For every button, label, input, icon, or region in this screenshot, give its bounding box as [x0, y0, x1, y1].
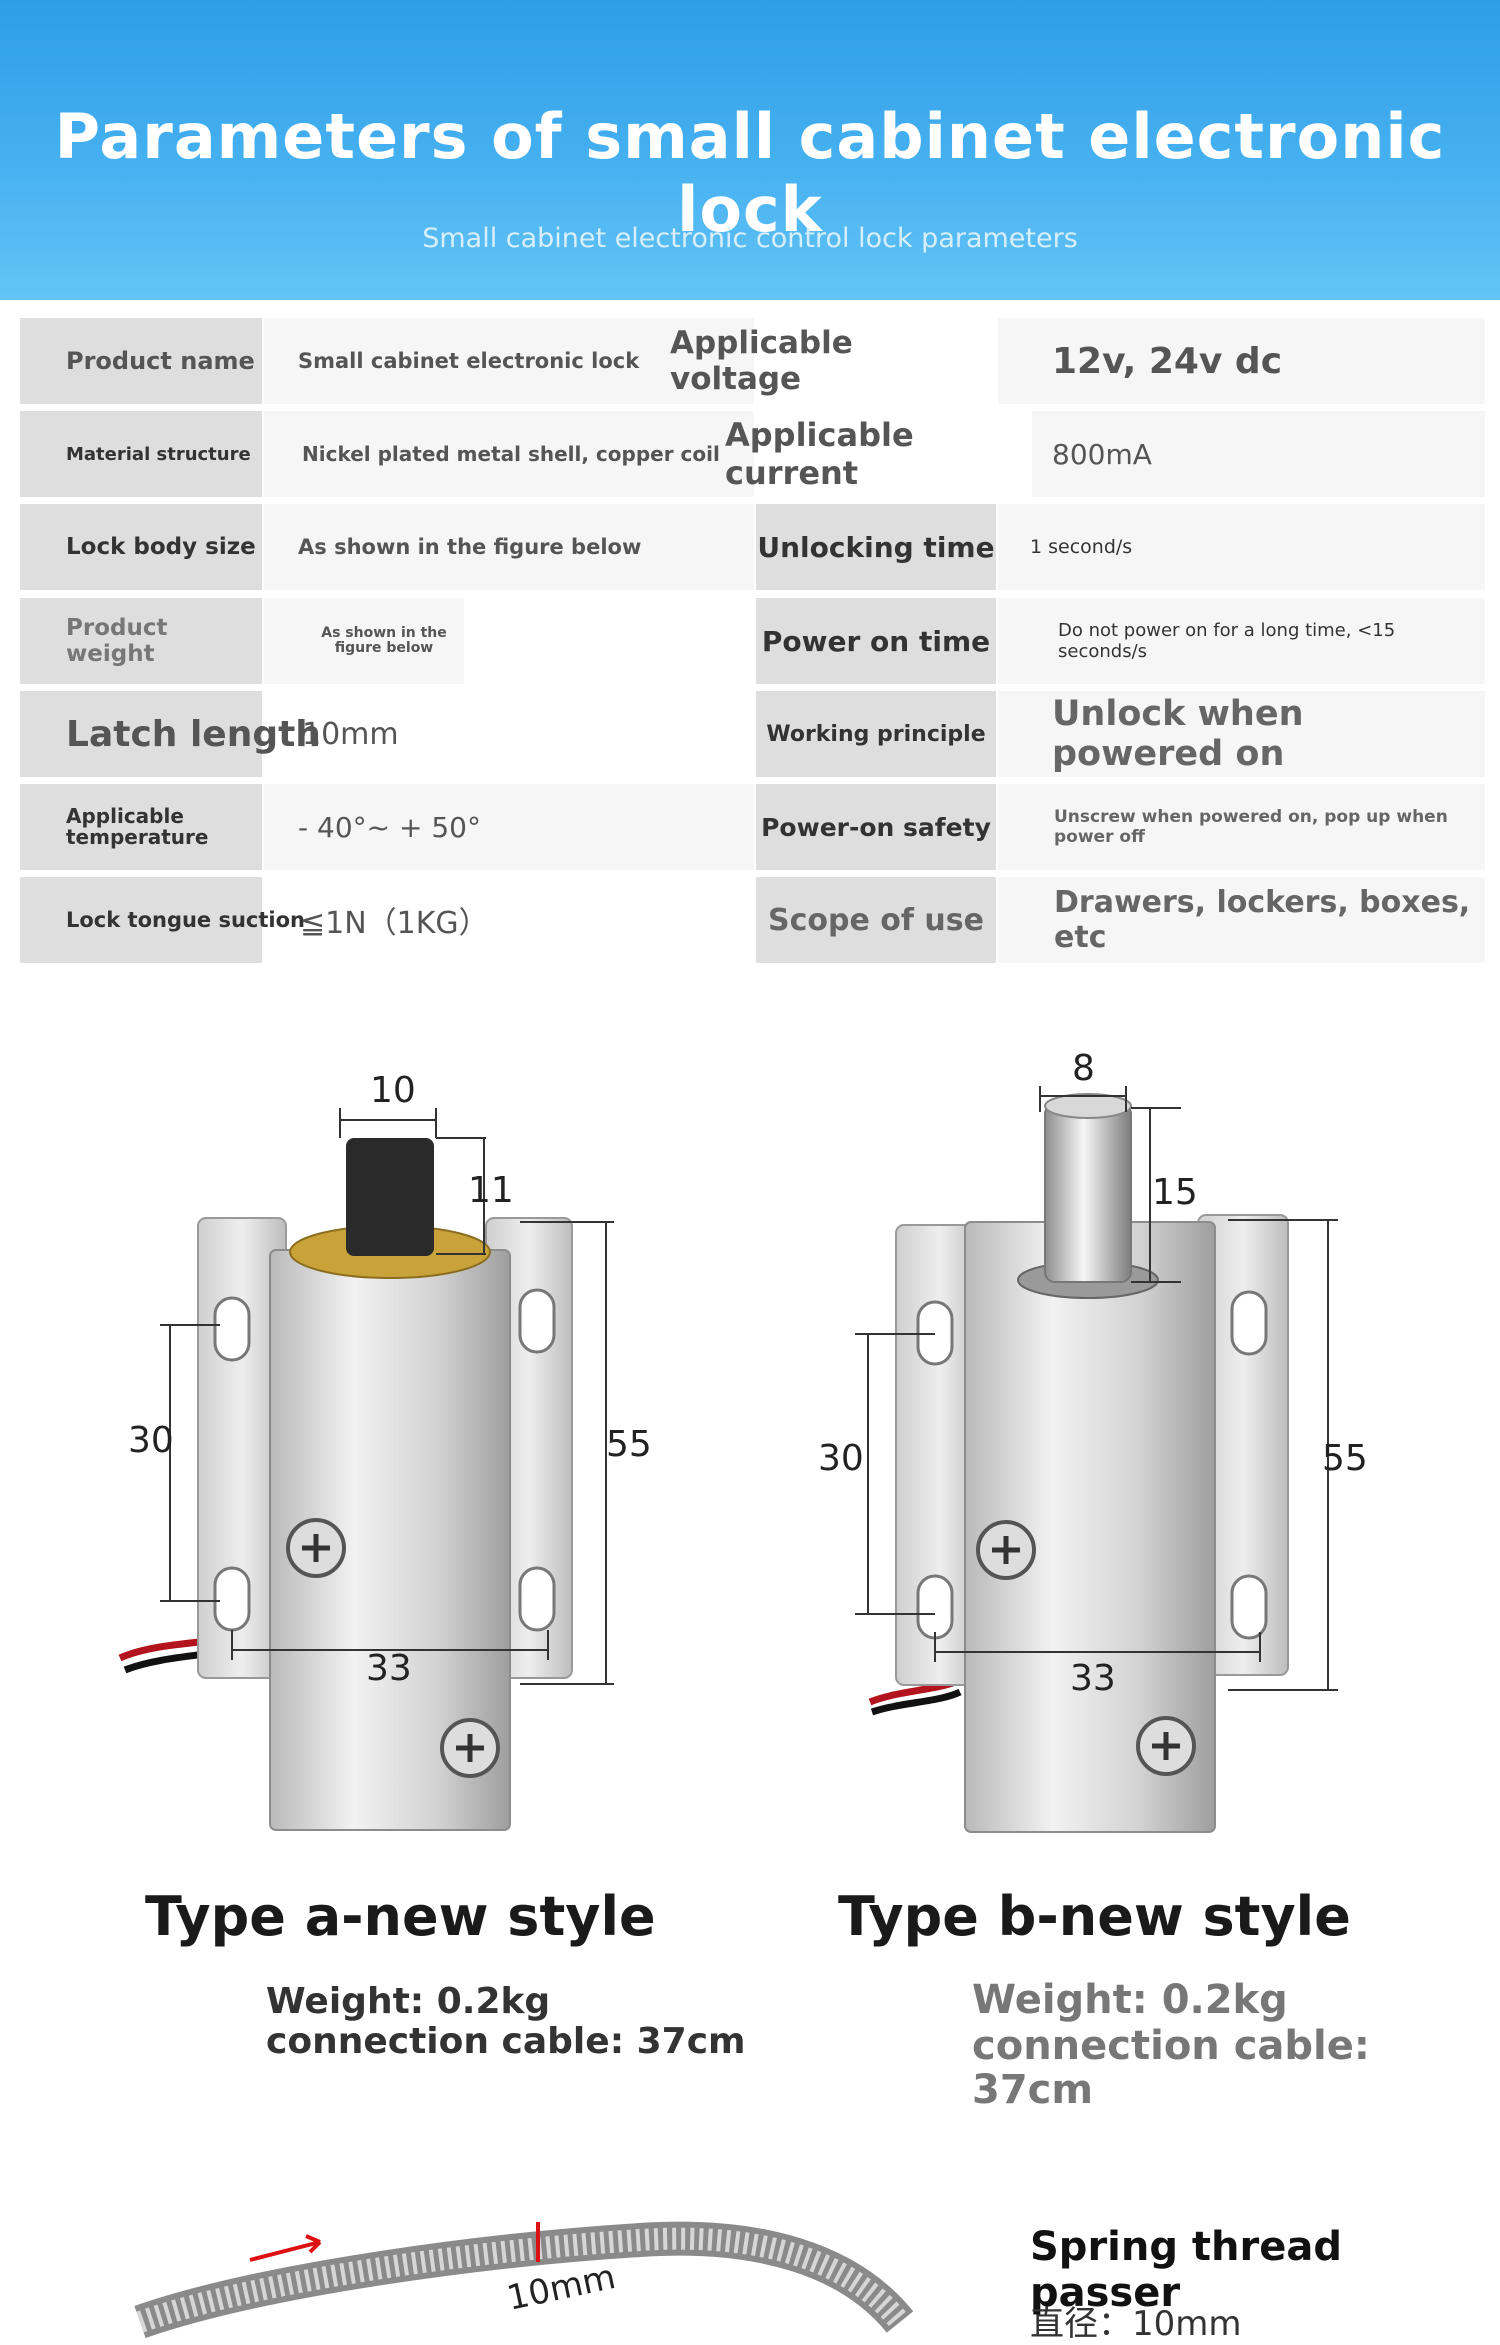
type-a-weight: Weight: 0.2kg	[266, 1981, 551, 2022]
spec-value: - 40°~ + 50°	[264, 784, 754, 870]
spring-title: Spring thread passer	[1030, 2224, 1342, 2316]
spec-label: Scope of use	[756, 877, 996, 963]
spec-row: Material structure Nickel plated metal s…	[20, 411, 1485, 497]
spec-row: Latch length 10mm Working principle Unlo…	[20, 691, 1485, 777]
spec-value: 800mA	[1032, 411, 1485, 497]
spec-row: Product name Small cabinet electronic lo…	[20, 318, 1485, 404]
spec-value: As shown in the figure below	[264, 504, 754, 590]
spec-label: Applicable temperature	[20, 784, 262, 870]
spec-label: Power on time	[756, 598, 996, 684]
spec-value: Unlock when powered on	[998, 691, 1485, 777]
lock-diagrams: 10 11 30 55 33 8 15 30 55 33	[118, 1048, 1368, 1833]
spec-label: Product name	[20, 318, 262, 404]
spec-label: Unlocking time	[756, 504, 996, 590]
type-a-lock-image	[118, 1138, 573, 1831]
dim-b-bottom: 33	[1070, 1658, 1116, 1699]
type-a-title: Type a-new style	[145, 1885, 656, 1948]
dim-b-top: 8	[1072, 1048, 1095, 1089]
dim-b-right: 55	[1322, 1438, 1368, 1479]
spec-value: Do not power on for a long time, <15 sec…	[998, 598, 1485, 684]
type-b-weight: Weight: 0.2kg	[972, 1977, 1288, 2023]
spec-label: Lock tongue suction	[20, 877, 320, 963]
spec-row: Applicable temperature - 40°~ + 50° Powe…	[20, 784, 1485, 870]
spec-label: Applicable current	[725, 416, 914, 492]
page-subtitle: Small cabinet electronic control lock pa…	[422, 223, 1078, 254]
spec-value: Small cabinet electronic lock	[264, 318, 754, 404]
type-b-dimension-lines	[855, 1086, 1338, 1691]
type-b-cable: connection cable: 37cm	[972, 2023, 1370, 2113]
spring-thread-passer-image: 10mm	[134, 2221, 914, 2339]
dim-a-tongue: 11	[468, 1170, 514, 1211]
type-a-dimension-lines	[160, 1108, 614, 1685]
dim-a-right: 55	[606, 1424, 652, 1465]
spec-row: Lock tongue suction ≦1N（1KG） Scope of us…	[20, 877, 1485, 963]
spec-label: Latch length	[20, 691, 420, 777]
dim-b-tongue: 15	[1152, 1172, 1198, 1213]
dim-a-bottom: 33	[366, 1648, 412, 1689]
spec-label: Applicable voltage	[670, 325, 853, 397]
spec-label: Power-on safety	[756, 784, 996, 870]
spec-label: Product weight	[20, 598, 262, 684]
spec-row: Lock body size As shown in the figure be…	[20, 504, 1485, 590]
spec-value: Nickel plated metal shell, copper coil	[264, 411, 754, 497]
spring-subtitle: 直径：10mm	[1030, 2304, 1242, 2344]
dim-b-left: 30	[818, 1438, 864, 1479]
spec-row: Product weight As shown in the figure be…	[20, 598, 1485, 684]
dim-a-left: 30	[128, 1420, 174, 1461]
type-b-lock-image	[868, 1093, 1289, 1833]
spec-value: Unscrew when powered on, pop up when pow…	[998, 784, 1485, 870]
spec-table: Product name Small cabinet electronic lo…	[20, 318, 1485, 968]
spec-label: Material structure	[20, 411, 262, 497]
page-title: Parameters of small cabinet electronic l…	[54, 100, 1446, 246]
type-a-cable: connection cable: 37cm	[266, 2021, 746, 2062]
spec-value: 1 second/s	[998, 504, 1485, 590]
spec-value: As shown in the figure below	[264, 598, 464, 684]
spec-value: ≦1N（1KG）	[300, 906, 489, 941]
type-b-title: Type b-new style	[838, 1885, 1351, 1948]
spec-value: 10mm	[302, 716, 399, 752]
header-banner: Parameters of small cabinet electronic l…	[0, 0, 1500, 300]
spec-value: Drawers, lockers, boxes, etc	[998, 877, 1485, 963]
dim-a-top: 10	[370, 1070, 416, 1111]
spec-value: 12v, 24v dc	[998, 318, 1485, 404]
spec-label: Working principle	[756, 691, 996, 777]
spec-label: Lock body size	[20, 504, 262, 590]
